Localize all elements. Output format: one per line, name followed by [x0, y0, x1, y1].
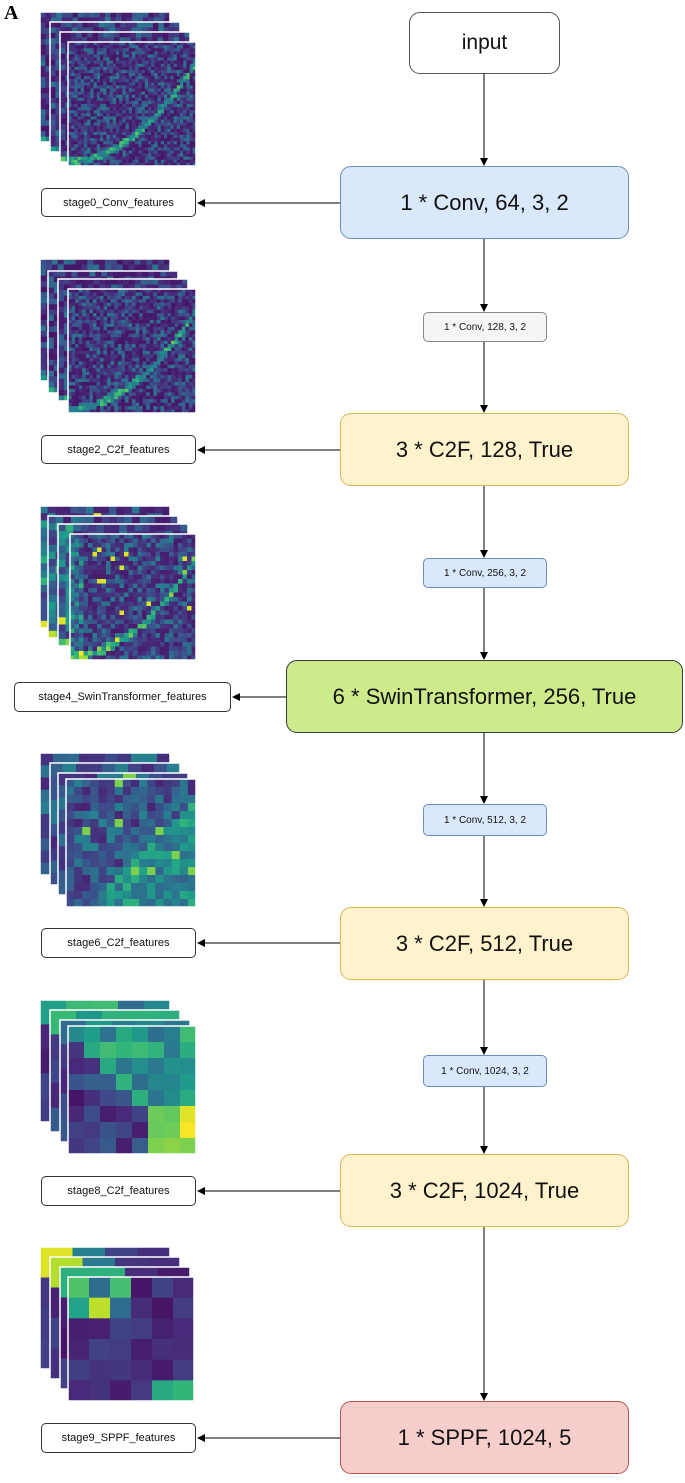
- panel-label: A: [4, 2, 19, 24]
- stage9-feature-map-stack: [39, 1246, 195, 1402]
- stage0-conv-node: 1 * Conv, 64, 3, 2: [340, 166, 629, 239]
- conv-1024-node: 1 * Conv, 1024, 3, 2: [423, 1055, 547, 1087]
- stage0-feature-map-stack: [39, 11, 197, 167]
- stage9-feature-map-layer-4: [67, 1276, 195, 1402]
- stage0-feature-map-layer-4: [67, 41, 197, 167]
- stage4-output-label: stage4_SwinTransformer_features: [14, 682, 231, 712]
- stage9-output-label: stage9_SPPF_features: [41, 1423, 196, 1453]
- stage6-feature-map-layer-4: [65, 778, 197, 908]
- stage4-feature-map-layer-4: [69, 533, 197, 661]
- stage2-feature-map-layer-4: [67, 288, 197, 414]
- conv-512-node: 1 * Conv, 512, 3, 2: [423, 804, 547, 836]
- stage8-output-label: stage8_C2f_features: [41, 1176, 196, 1206]
- stage2-c2f-node: 3 * C2F, 128, True: [340, 413, 629, 486]
- stage6-output-label: stage6_C2f_features: [41, 928, 196, 958]
- stage6-c2f-node: 3 * C2F, 512, True: [340, 907, 629, 980]
- stage0-output-label: stage0_Conv_features: [41, 188, 196, 217]
- input-node: input: [409, 12, 560, 74]
- conv-256-node: 1 * Conv, 256, 3, 2: [423, 558, 547, 588]
- stage2-feature-map-stack: [39, 258, 197, 414]
- stage4-swin-node: 6 * SwinTransformer, 256, True: [286, 660, 683, 733]
- stage4-feature-map-stack: [39, 505, 197, 661]
- stage8-feature-map-stack: [39, 999, 197, 1155]
- conv-128-node: 1 * Conv, 128, 3, 2: [423, 312, 547, 342]
- stage8-feature-map-layer-4: [67, 1025, 197, 1155]
- stage8-c2f-node: 3 * C2F, 1024, True: [340, 1154, 629, 1227]
- stage2-output-label: stage2_C2f_features: [41, 435, 196, 464]
- stage9-sppf-node: 1 * SPPF, 1024, 5: [340, 1401, 629, 1474]
- stage6-feature-map-stack: [39, 752, 197, 908]
